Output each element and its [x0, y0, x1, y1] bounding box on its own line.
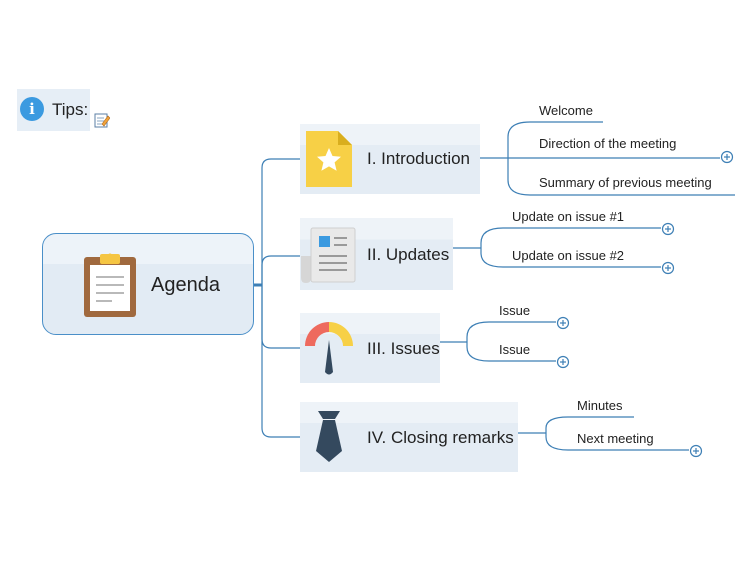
clipboard-icon: [84, 253, 136, 317]
expand-plus-icon[interactable]: [720, 150, 734, 164]
info-icon: i: [20, 97, 44, 121]
topic-label-closing-remarks: IV. Closing remarks: [367, 428, 514, 447]
subtopic-minutes[interactable]: Minutes: [577, 398, 623, 413]
expand-plus-icon[interactable]: [556, 355, 570, 369]
subtopic-next-meeting[interactable]: Next meeting: [577, 431, 654, 446]
note-edit-icon[interactable]: [94, 112, 110, 128]
subtopic-direction-of-meeting[interactable]: Direction of the meeting: [539, 136, 677, 151]
subtopic-welcome[interactable]: Welcome: [539, 103, 593, 118]
topic-label-introduction: I. Introduction: [367, 149, 471, 168]
subtopic-update-issue-1[interactable]: Update on issue #1: [512, 209, 625, 224]
star-document-icon: [306, 131, 352, 187]
gauge-icon: [305, 322, 353, 375]
subtopic-summary-previous-meeting[interactable]: Summary of previous meeting: [539, 175, 712, 190]
topic-label-updates: II. Updates: [367, 245, 450, 264]
expand-plus-icon[interactable]: [661, 261, 675, 275]
expand-plus-icon[interactable]: [661, 222, 675, 236]
topic-label-issues: III. Issues: [367, 339, 440, 358]
newspaper-icon: [301, 227, 356, 283]
tips-label: Tips:: [52, 100, 89, 119]
subtopic-update-issue-2[interactable]: Update on issue #2: [512, 248, 625, 263]
expand-plus-icon[interactable]: [556, 316, 570, 330]
subtopic-issue-1[interactable]: Issue: [499, 303, 531, 318]
central-topic-label: Agenda: [151, 274, 220, 296]
expand-plus-icon[interactable]: [689, 444, 703, 458]
subtopic-issue-2[interactable]: Issue: [499, 342, 531, 357]
necktie-icon: [316, 411, 342, 462]
central-topic[interactable]: [42, 233, 254, 335]
